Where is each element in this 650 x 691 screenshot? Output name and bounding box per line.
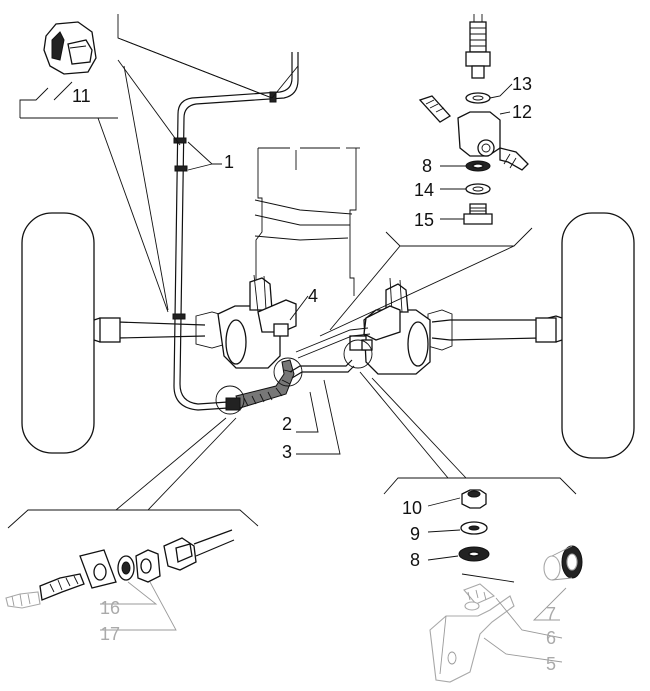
pipe-end-fitting	[163, 529, 235, 571]
washer-13	[465, 92, 491, 104]
callout-14: 14	[414, 180, 434, 200]
cross-pipe	[289, 327, 371, 379]
leaders-callout-1	[187, 65, 299, 171]
bracket-plate	[79, 549, 117, 589]
callout-7: 7	[546, 604, 556, 624]
leaders-5-6-7	[483, 587, 567, 663]
detail-circles	[215, 339, 373, 415]
callout-8-bottom: 8	[410, 550, 420, 570]
bracket-part-5	[429, 595, 515, 683]
bleed-nipple	[5, 573, 85, 609]
grommet-part-7	[543, 545, 583, 581]
leaders-8-9-10	[427, 497, 461, 561]
leaders-16-17	[100, 581, 177, 631]
callout-5: 5	[546, 654, 556, 674]
tee-fitting-12	[418, 95, 529, 171]
right-wheel	[561, 212, 635, 459]
washer-8-bottom	[458, 546, 490, 562]
callout-10: 10	[402, 498, 422, 518]
callout-9: 9	[410, 524, 420, 544]
leader-11	[53, 81, 73, 101]
detail-box-top-right-outline	[319, 227, 533, 337]
callout-15: 15	[414, 210, 434, 230]
right-brake-unit	[349, 277, 431, 375]
detail-box-bottom-left-outline	[7, 417, 259, 529]
stud-part-6	[461, 573, 515, 611]
callout-4: 4	[308, 286, 318, 306]
callout-13: 13	[512, 74, 532, 94]
callout-1: 1	[224, 152, 234, 172]
callout-11: 11	[72, 86, 91, 106]
engine-block-outline	[254, 147, 360, 300]
washer-8-top	[465, 160, 491, 172]
washer-16	[117, 555, 135, 581]
leaders-2-3-4	[289, 295, 341, 455]
bolt-15	[463, 203, 493, 225]
clip-part-11	[43, 21, 97, 75]
nut-17	[135, 549, 161, 583]
leaders-top-right	[440, 83, 513, 220]
callout-16: 16	[100, 598, 120, 618]
spark-plug-sensor	[465, 14, 491, 79]
left-brake-unit	[217, 274, 297, 369]
detail-box-11-outline	[19, 14, 273, 313]
right-driveshaft	[427, 309, 563, 351]
washer-14	[465, 183, 491, 195]
nut-10	[461, 489, 487, 509]
main-brake-pipe	[172, 52, 299, 411]
callout-3: 3	[282, 442, 292, 462]
detail-box-bottom-right-outline	[359, 371, 577, 495]
washer-9	[460, 521, 488, 535]
callout-17: 17	[100, 624, 120, 644]
callout-8-top: 8	[422, 156, 432, 176]
callout-2: 2	[282, 414, 292, 434]
callout-6: 6	[546, 628, 556, 648]
left-driveshaft	[93, 311, 227, 349]
callout-12: 12	[512, 102, 532, 122]
left-wheel	[21, 212, 95, 454]
